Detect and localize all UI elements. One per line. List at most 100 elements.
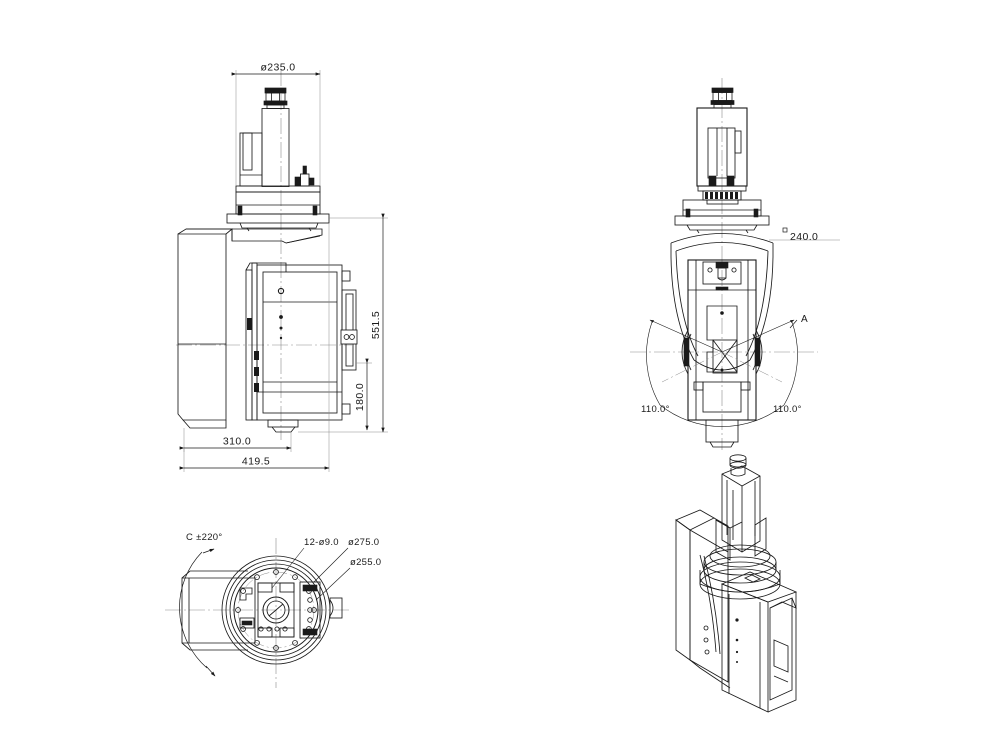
rotation-arc [179, 551, 208, 669]
dim-dia235-text: ø235.0 [260, 62, 295, 74]
side-inner-dot-top [720, 311, 724, 315]
front-bolt-3 [279, 326, 283, 330]
front-arm-sweep-inner [285, 235, 321, 244]
side-dome-outer [670, 233, 774, 244]
iso-rail-hole-1 [703, 625, 709, 631]
side-shell-r [749, 256, 774, 361]
dim-12-holes-text: 12-ø9.0 [304, 537, 339, 548]
side-inner-dot-bottom [720, 368, 724, 372]
bottom-port-tab [329, 597, 343, 619]
front-view: ø235.0 551.5 180.0 [176, 62, 388, 472]
rotation-arrow-top [202, 548, 215, 554]
dim-310-text: 310.0 [223, 436, 251, 448]
iso-motor-body [721, 465, 761, 553]
angle-ref-right [721, 351, 783, 383]
iso-module-panel [773, 639, 789, 673]
iso-flange-stack [699, 544, 781, 600]
front-tab-top [341, 270, 351, 282]
bottom-bolt-circle [237, 571, 315, 649]
front-bolt-1 [277, 287, 285, 295]
bottom-left-bracket [239, 587, 253, 601]
side-nose-tip [709, 441, 735, 448]
iso-rail-hole-2 [703, 637, 709, 643]
leader-dia275 [313, 547, 349, 583]
iso-spindle-cap [743, 574, 762, 583]
bottom-plate-tab-tl [257, 582, 273, 593]
rotation-arrow-bottom [205, 665, 216, 677]
dim-310: 310.0 [179, 428, 292, 452]
front-flange-seat [239, 222, 319, 229]
iso-housing-edge [713, 517, 729, 552]
side-dome-inner [675, 242, 769, 252]
side-cross-2 [712, 339, 738, 373]
iso-shoulder-r [754, 517, 767, 557]
label-a-text: A [801, 314, 808, 325]
bottom-pin-row [258, 626, 288, 632]
dim-180-text: 180.0 [354, 383, 366, 411]
iso-dot-1 [735, 618, 739, 622]
iso-shoulder-top [715, 519, 743, 529]
leader-12-holes [271, 547, 305, 589]
front-body-foot [182, 419, 227, 429]
bottom-hub-inner [266, 600, 286, 620]
front-port-hole-r [349, 334, 355, 340]
front-gearbox-window [242, 132, 253, 171]
arc-left [646, 321, 661, 406]
dim-551-5: 551.5 [298, 213, 388, 433]
dim-240-tick [782, 227, 788, 233]
bottom-rear-bottom [181, 642, 248, 651]
side-top-hole-r [731, 267, 737, 273]
dim-180: 180.0 [354, 358, 372, 431]
bottom-flange-outer2 [225, 559, 327, 661]
dim-419-5-text: 419.5 [242, 456, 270, 468]
side-flange [674, 215, 770, 226]
front-bolt-2 [279, 315, 283, 319]
side-terminal-pins [705, 192, 738, 199]
side-top-pin [717, 267, 727, 279]
front-spindle-inner [262, 271, 338, 414]
front-nose-tip [271, 426, 296, 433]
iso-module-line [773, 675, 789, 683]
bottom-callouts: 12-ø9.0 ø275.0 ø255.0 [271, 537, 381, 601]
iso-housing-curve [699, 554, 717, 653]
bottom-rear-top [181, 570, 248, 579]
bottom-left-block [239, 617, 255, 629]
bottom-module-hole-1 [307, 597, 313, 603]
front-seat-detail-l [246, 227, 250, 232]
iso-connector [729, 454, 747, 477]
iso-rail-hole-3 [704, 649, 710, 655]
side-cup-r-outer [755, 329, 763, 375]
front-rail-tick-1 [247, 318, 252, 330]
front-nose [267, 419, 299, 428]
side-lower-tab-r [740, 381, 751, 391]
bottom-flange-inner [233, 567, 319, 653]
bottom-port-arc [329, 599, 334, 617]
side-view: 110.0° 110.0° A 240.0 [630, 78, 840, 450]
isometric-view [675, 454, 798, 713]
bottom-module-hole-2 [307, 607, 313, 613]
side-lower-block [702, 381, 742, 413]
dim-dia275-text: ø275.0 [348, 537, 379, 548]
front-wrist-shoulder [245, 262, 287, 272]
iso-side-module [769, 597, 793, 701]
bottom-rotation-indicator: C ±220° [179, 532, 222, 677]
arc-bottom [659, 404, 785, 427]
side-shell-l2 [675, 250, 699, 357]
iso-dot-3 [735, 650, 739, 654]
side-flange-seat [686, 224, 758, 231]
front-bolt-4 [279, 336, 283, 340]
front-rail-tick-2 [254, 351, 259, 360]
bottom-right-module [299, 581, 321, 639]
label-a-leader [789, 319, 798, 329]
bottom-hub-outer [262, 596, 290, 624]
side-connector-cap [710, 87, 735, 109]
bottom-plate-tab-bl [257, 627, 273, 638]
iso-housing-curve2 [703, 555, 721, 655]
side-top-hole-l [707, 267, 713, 273]
bottom-flange-mid [229, 563, 323, 657]
front-port-hole-l [343, 334, 350, 340]
dim-angle-right-text: 110.0° [773, 404, 802, 415]
